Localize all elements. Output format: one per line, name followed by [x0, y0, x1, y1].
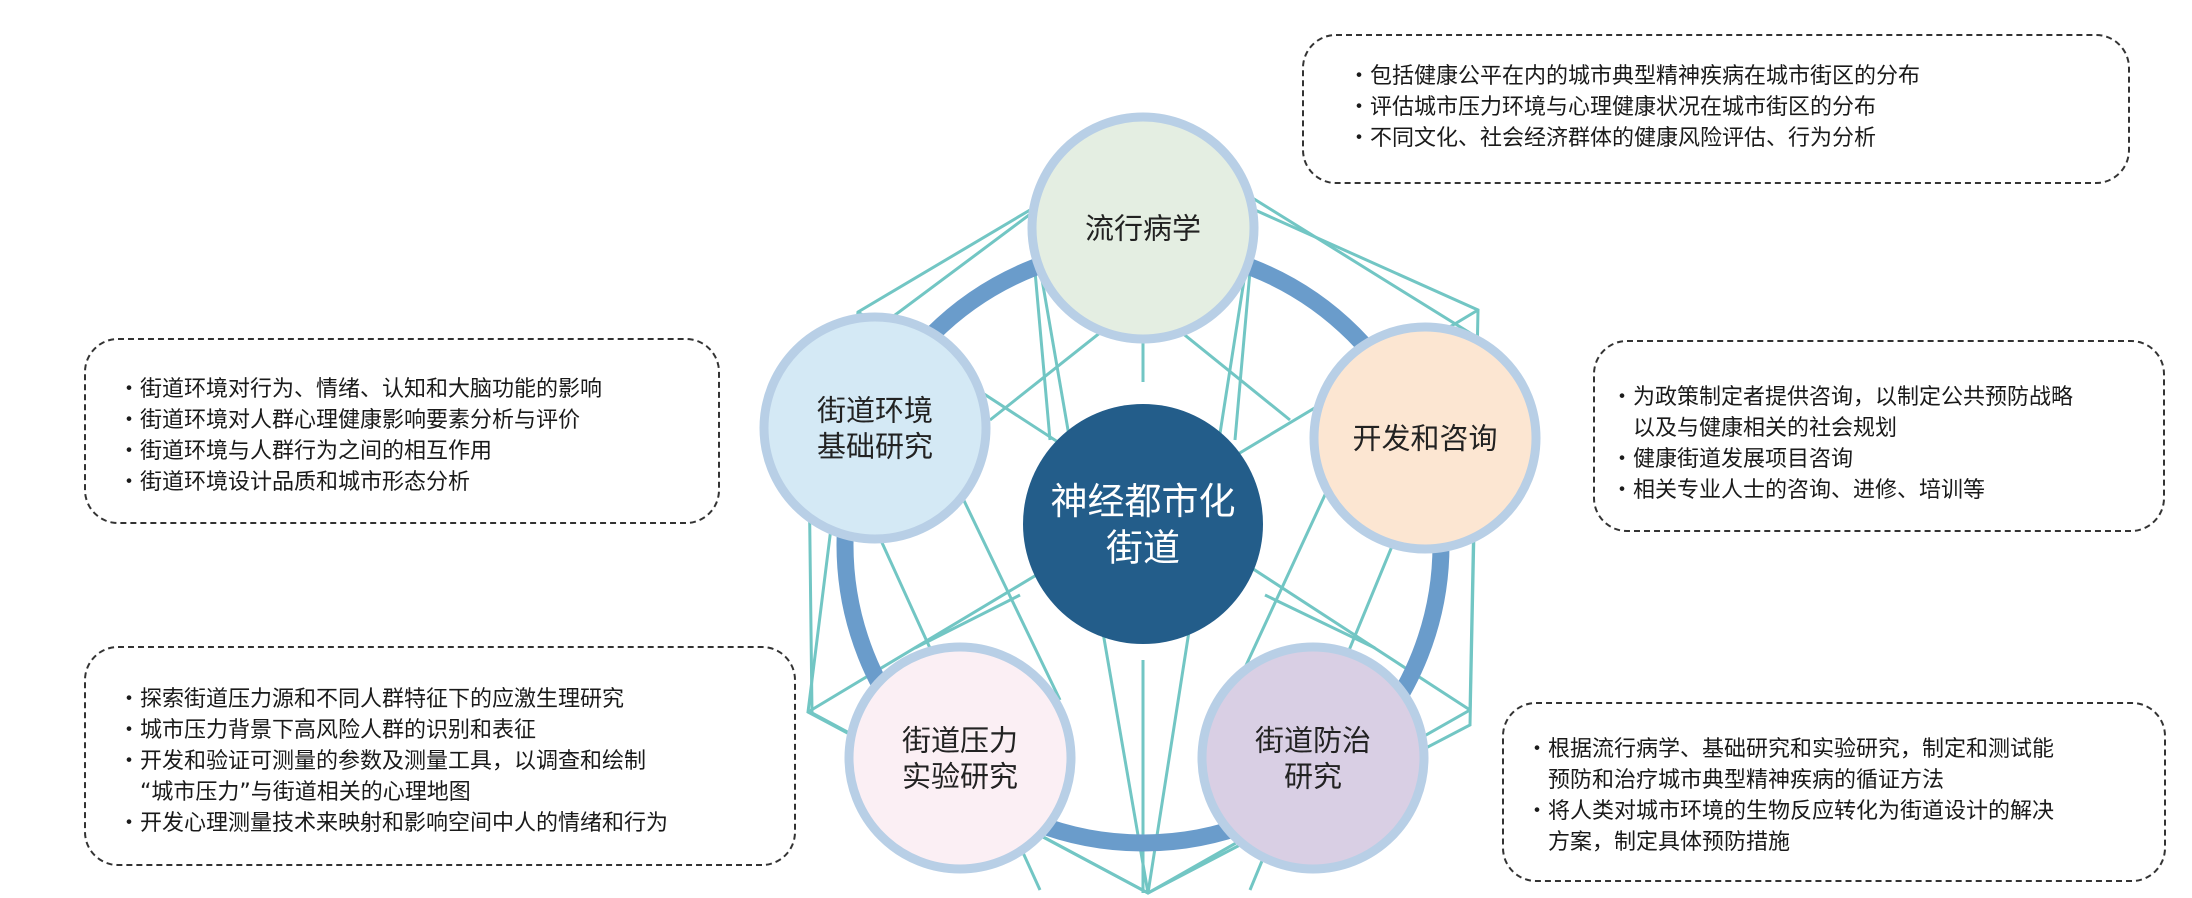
label-line: 街道压力	[902, 723, 1018, 757]
info-list-text: 不同文化、社会经济群体的健康风险评估、行为分析	[1370, 126, 1877, 151]
node-stress-experiment[interactable]: 街道压力实验研究	[844, 642, 1076, 874]
info-list-text: 开发心理测量技术来映射和影响空间中人的情绪和行为	[140, 811, 669, 836]
bullet-icon: ・	[1526, 737, 1549, 762]
node-environment-basic-label: 街道环境基础研究	[817, 393, 933, 463]
info-list: ・包括健康公平在内的城市典型精神疾病在城市街区的分布・评估城市压力环境与心理健康…	[1348, 61, 2102, 154]
info-list-item: 方案，制定具体预防措施	[1526, 827, 2138, 858]
info-list-item: 以及与健康相关的社会规划	[1611, 413, 2137, 444]
label-line: 街道环境	[817, 393, 933, 427]
info-list-text: 为政策制定者提供咨询，以制定公共预防战略	[1633, 385, 2074, 410]
info-list-item: ・包括健康公平在内的城市典型精神疾病在城市街区的分布	[1348, 61, 2102, 92]
label-line: 实验研究	[902, 760, 1018, 794]
node-stress-experiment-label: 街道压力实验研究	[902, 723, 1018, 793]
info-list-text: 街道环境对行为、情绪、认知和大脑功能的影响	[140, 377, 603, 402]
info-list-item: ・根据流行病学、基础研究和实验研究，制定和测试能	[1526, 734, 2138, 765]
bullet-icon: ・	[1348, 126, 1371, 151]
node-consulting[interactable]: 开发和咨询	[1309, 322, 1541, 554]
info-list: ・探索街道压力源和不同人群特征下的应激生理研究・城市压力背景下高风险人群的识别和…	[118, 684, 768, 839]
info-list-item: ・城市压力背景下高风险人群的识别和表征	[118, 715, 768, 746]
info-list-text: “城市压力”与街道相关的心理地图	[140, 780, 471, 805]
info-list-text: 以及与健康相关的社会规划	[1633, 416, 1898, 441]
node-epidemiology[interactable]: 流行病学	[1027, 112, 1259, 344]
label-line: 街道防治	[1255, 723, 1371, 757]
bullet-icon: ・	[1611, 447, 1634, 472]
info-list: ・根据流行病学、基础研究和实验研究，制定和测试能预防和治疗城市典型精神疾病的循证…	[1526, 734, 2138, 858]
bullet-icon: ・	[118, 749, 141, 774]
label-line: 街道	[1106, 526, 1180, 569]
node-environment-basic[interactable]: 街道环境基础研究	[759, 312, 991, 544]
info-list-text: 相关专业人士的咨询、进修、培训等	[1633, 478, 1986, 503]
info-list-text: 城市压力背景下高风险人群的识别和表征	[140, 718, 537, 743]
node-consulting-label: 开发和咨询	[1352, 421, 1497, 455]
info-list-item: ・街道环境对人群心理健康影响要素分析与评价	[118, 405, 692, 436]
info-list-text: 开发和验证可测量的参数及测量工具，以调查和绘制	[140, 749, 647, 774]
bullet-icon: ・	[1611, 478, 1634, 503]
info-list-item: “城市压力”与街道相关的心理地图	[118, 777, 768, 808]
info-list-text: 街道环境与人群行为之间的相互作用	[140, 439, 493, 464]
info-list-text: 将人类对城市环境的生物反应转化为街道设计的解决	[1548, 799, 2055, 824]
info-list-text: 包括健康公平在内的城市典型精神疾病在城市街区的分布	[1370, 64, 1921, 89]
info-list-text: 预防和治疗城市典型精神疾病的循证方法	[1548, 768, 1945, 793]
info-list-item: ・为政策制定者提供咨询，以制定公共预防战略	[1611, 382, 2137, 413]
label-line: 流行病学	[1085, 211, 1201, 245]
info-list-text: 根据流行病学、基础研究和实验研究，制定和测试能	[1548, 737, 2055, 762]
info-list-text: 评估城市压力环境与心理健康状况在城市街区的分布	[1370, 95, 1877, 120]
bullet-icon: ・	[1526, 799, 1549, 824]
bullet-icon: ・	[118, 377, 141, 402]
label-line: 基础研究	[817, 430, 933, 464]
center-node[interactable]: 神经都市化街道	[1023, 404, 1263, 644]
info-list-item: ・探索街道压力源和不同人群特征下的应激生理研究	[118, 684, 768, 715]
info-box-stress-experiment: ・探索街道压力源和不同人群特征下的应激生理研究・城市压力背景下高风险人群的识别和…	[84, 646, 796, 866]
center-node-label: 神经都市化街道	[1051, 480, 1236, 569]
info-list-text: 探索街道压力源和不同人群特征下的应激生理研究	[140, 687, 625, 712]
label-line: 研究	[1284, 760, 1342, 794]
info-list-item: 预防和治疗城市典型精神疾病的循证方法	[1526, 765, 2138, 796]
label-line: 神经都市化	[1051, 480, 1236, 523]
bullet-icon: ・	[1611, 385, 1634, 410]
info-list-item: ・健康街道发展项目咨询	[1611, 444, 2137, 475]
info-list-text: 健康街道发展项目咨询	[1633, 447, 1854, 472]
info-list: ・街道环境对行为、情绪、认知和大脑功能的影响・街道环境对人群心理健康影响要素分析…	[118, 374, 692, 498]
bullet-icon: ・	[118, 718, 141, 743]
info-list-item: ・开发心理测量技术来映射和影响空间中人的情绪和行为	[118, 808, 768, 839]
bullet-icon: ・	[118, 687, 141, 712]
info-list-item: ・街道环境设计品质和城市形态分析	[118, 467, 692, 498]
info-list-item: ・开发和验证可测量的参数及测量工具，以调查和绘制	[118, 746, 768, 777]
info-box-consulting: ・为政策制定者提供咨询，以制定公共预防战略以及与健康相关的社会规划・健康街道发展…	[1593, 340, 2165, 532]
node-prevention-label: 街道防治研究	[1255, 723, 1371, 793]
info-box-environment-basic: ・街道环境对行为、情绪、认知和大脑功能的影响・街道环境对人群心理健康影响要素分析…	[84, 338, 720, 524]
bullet-icon: ・	[118, 811, 141, 836]
info-list-text: 街道环境对人群心理健康影响要素分析与评价	[140, 408, 581, 433]
info-list-item: ・相关专业人士的咨询、进修、培训等	[1611, 475, 2137, 506]
info-list: ・为政策制定者提供咨询，以制定公共预防战略以及与健康相关的社会规划・健康街道发展…	[1611, 382, 2137, 506]
bullet-icon: ・	[1348, 64, 1371, 89]
node-prevention[interactable]: 街道防治研究	[1197, 642, 1429, 874]
info-list-item: ・街道环境与人群行为之间的相互作用	[118, 436, 692, 467]
info-box-epidemiology: ・包括健康公平在内的城市典型精神疾病在城市街区的分布・评估城市压力环境与心理健康…	[1302, 34, 2130, 184]
bullet-icon: ・	[1348, 95, 1371, 120]
bullet-icon: ・	[118, 408, 141, 433]
info-box-prevention: ・根据流行病学、基础研究和实验研究，制定和测试能预防和治疗城市典型精神疾病的循证…	[1502, 702, 2166, 882]
info-list-text: 方案，制定具体预防措施	[1548, 830, 1791, 855]
info-list-item: ・将人类对城市环境的生物反应转化为街道设计的解决	[1526, 796, 2138, 827]
bullet-icon: ・	[118, 470, 141, 495]
info-list-item: ・评估城市压力环境与心理健康状况在城市街区的分布	[1348, 92, 2102, 123]
label-line: 开发和咨询	[1352, 421, 1497, 455]
info-list-item: ・不同文化、社会经济群体的健康风险评估、行为分析	[1348, 123, 2102, 154]
info-list-item: ・街道环境对行为、情绪、认知和大脑功能的影响	[118, 374, 692, 405]
node-epidemiology-label: 流行病学	[1085, 211, 1201, 245]
bullet-icon: ・	[118, 439, 141, 464]
info-list-text: 街道环境设计品质和城市形态分析	[140, 470, 471, 495]
